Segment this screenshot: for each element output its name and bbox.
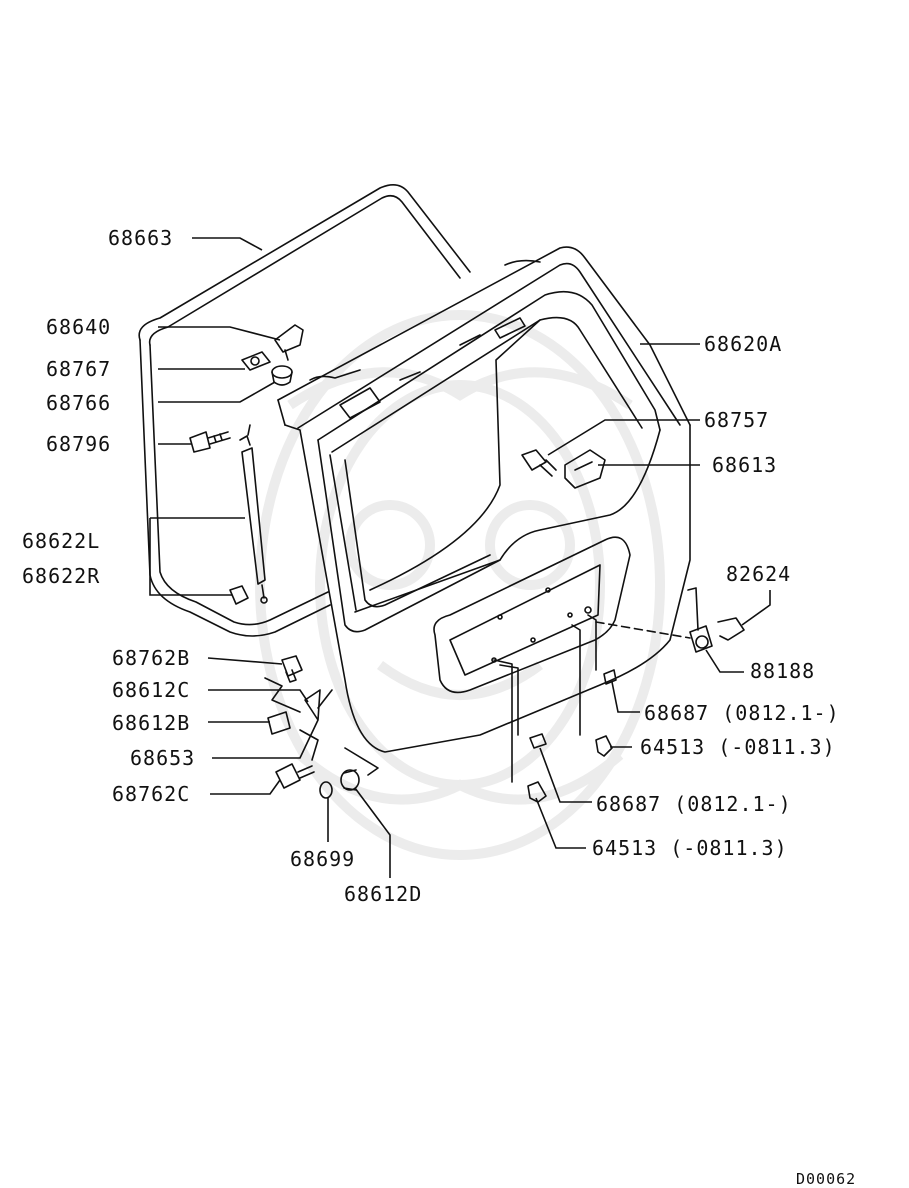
tailgate-panel: [277, 246, 691, 753]
clip-64513-part: [527, 735, 613, 803]
label-68622R: 68622R: [22, 564, 101, 588]
label-68612D: 68612D: [344, 882, 423, 906]
label-68687-lower: 68687 (0812.1-): [596, 792, 792, 816]
document-id: D00062: [796, 1170, 857, 1188]
gas-strut-part: [239, 424, 268, 604]
lock-cylinder-part: [687, 587, 745, 653]
clip-part: [241, 351, 271, 371]
label-68757: 68757: [704, 408, 770, 432]
label-68767: 68767: [46, 357, 112, 381]
label-88188: 88188: [750, 659, 816, 683]
label-68612C: 68612C: [112, 678, 191, 702]
bolt-part: [189, 431, 231, 453]
bumper-part: [229, 585, 249, 605]
label-82624: 82624: [726, 562, 792, 586]
label-68620A: 68620A: [704, 332, 783, 356]
label-68622L: 68622L: [22, 529, 101, 553]
bolt-68762c-part: [275, 763, 315, 789]
label-68796: 68796: [46, 432, 112, 456]
striker-part: [267, 689, 321, 735]
watermark-emblem: [255, 310, 665, 860]
washer-part: [319, 781, 333, 799]
label-68687-upper: 68687 (0812.1-): [644, 701, 840, 725]
label-68640: 68640: [46, 315, 112, 339]
label-68612B: 68612B: [112, 711, 191, 735]
bracket-bolt-part: [521, 449, 557, 477]
hinge-part: [274, 324, 304, 361]
bushing-part: [340, 769, 360, 791]
label-68613: 68613: [712, 453, 778, 477]
bolt-68762b-part: [281, 655, 303, 683]
rubber-stop-part: [529, 669, 617, 749]
label-68699: 68699: [290, 847, 356, 871]
label-64513-upper: 64513 (-0811.3): [640, 735, 836, 759]
latch-part: [564, 449, 606, 489]
label-68762B: 68762B: [112, 646, 191, 670]
label-68762C: 68762C: [112, 782, 191, 806]
weatherstrip-seal: [138, 184, 471, 637]
label-68663: 68663: [108, 226, 174, 250]
label-68766: 68766: [46, 391, 112, 415]
label-68653: 68653: [130, 746, 196, 770]
cable-part: [317, 689, 333, 709]
label-64513-lower: 64513 (-0811.3): [592, 836, 788, 860]
